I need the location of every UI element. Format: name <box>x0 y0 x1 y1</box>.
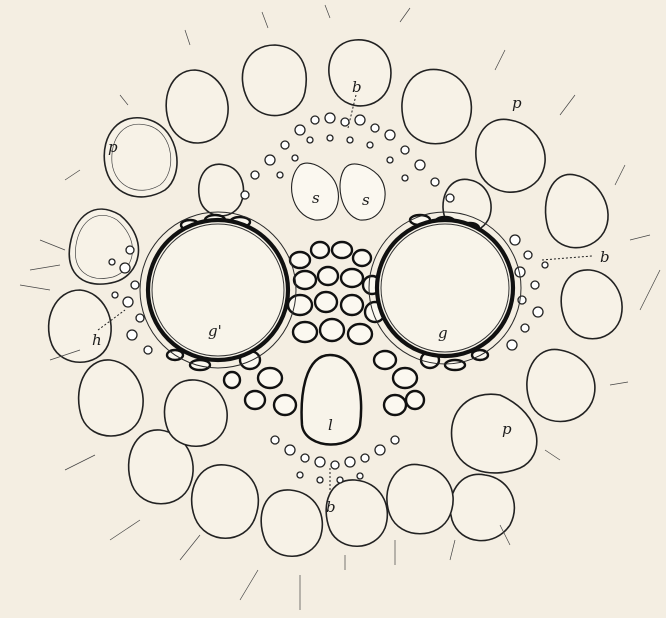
vessel-left <box>140 212 296 368</box>
label-p-top-right: p <box>512 94 522 112</box>
label-s-left: s <box>312 189 320 207</box>
label-b-top: b <box>352 78 362 96</box>
label-b-bottom: b <box>326 498 336 516</box>
label-s-right: s <box>362 191 370 209</box>
label-b-right: b <box>600 248 610 266</box>
label-g-right: g <box>438 324 448 342</box>
label-h-left: h <box>92 331 102 349</box>
label-p-bottom-right: p <box>502 420 512 438</box>
label-g-left: g' <box>208 322 222 340</box>
sieve-cells <box>292 163 386 220</box>
parenchyma-network <box>20 5 660 610</box>
label-l-center: l <box>328 416 333 434</box>
label-p-top-left: p <box>108 138 118 156</box>
